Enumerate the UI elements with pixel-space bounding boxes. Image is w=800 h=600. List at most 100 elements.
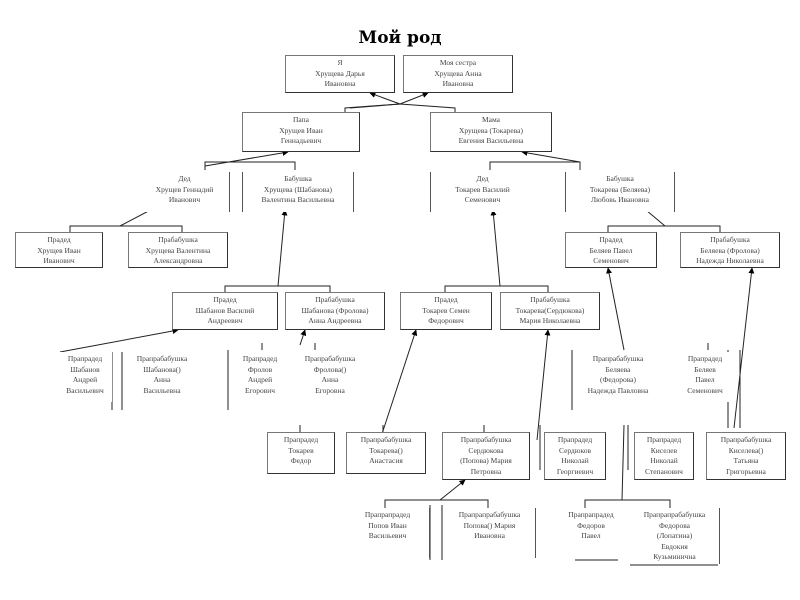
- person-surname: Шабанова(): [143, 364, 181, 374]
- relation-label: Прапрадед: [283, 435, 319, 444]
- person-patronymic: Иванович: [43, 256, 75, 265]
- person-name: Попов Иван: [368, 520, 407, 530]
- relation-label: Дед: [178, 174, 191, 183]
- person-patronymic: Васильевич: [368, 531, 407, 540]
- relation-label: Прапрадед: [557, 435, 593, 444]
- person-name: Татьяна: [733, 456, 759, 465]
- person-name: Токарева (Беляева): [589, 184, 651, 194]
- person-surname: Беляев: [694, 364, 716, 374]
- relation-label: Прапрабабушка: [720, 435, 772, 444]
- node-mother: Мама Хрущева (Токарева) Евгения Васильев…: [430, 112, 552, 152]
- person-surname: Шабанов: [70, 364, 100, 374]
- relation-label: Прабабушка: [158, 235, 198, 244]
- node-great-grandfather-2: Прадед Шабанов Василий Андреевич: [172, 292, 278, 330]
- person-patronymic: Васильевна: [143, 385, 181, 395]
- person-name: Хрущева (Шабанова): [263, 184, 333, 194]
- node-ggg-grandfather-fedorov: Прапрапрадед Федоров Павел: [560, 508, 622, 558]
- person-name: Павел: [695, 375, 715, 384]
- person-patronymic: Мария Николаевна: [519, 316, 581, 325]
- person-surname: Федорова: [659, 520, 690, 530]
- relation-label: Прапрапрабабушка: [643, 510, 706, 519]
- relation-label: Бабушка: [284, 174, 312, 183]
- person-maiden-name: (Федорова): [600, 375, 636, 384]
- node-gg-grandmother-shabanova: Прапрабабушка Шабанова() Анна Васильевна: [124, 352, 200, 402]
- person-surname: Беляева: [605, 364, 631, 374]
- person-name: Хрущев Иван: [279, 125, 323, 135]
- person-patronymic: Геннадьевич: [280, 136, 322, 145]
- person-patronymic: Ивановна: [442, 79, 474, 88]
- person-name: Андрей: [247, 375, 273, 384]
- person-name: Попова() Мария: [463, 520, 516, 530]
- relation-label: Дед: [476, 174, 489, 183]
- node-great-grandfather-4: Прадед Токарев Семен Федорович: [400, 292, 492, 330]
- node-ggg-grandfather-popov: Прапрапрадед Попов Иван Васильевич: [346, 508, 430, 558]
- person-name: Токарева(Сердюкова): [515, 305, 585, 315]
- node-gg-grandfather-frolov: Прапрадед Фролов Андрей Егорович: [230, 352, 290, 402]
- person-name: Николай: [650, 456, 678, 465]
- person-patronymic: Валентина Васильевна: [261, 195, 335, 204]
- node-father: Папа Хрущев Иван Геннадьевич: [242, 112, 360, 152]
- relation-label: Прабабушка: [710, 235, 750, 244]
- person-surname: Киселева(): [728, 445, 764, 455]
- person-patronymic: Семенович: [593, 256, 629, 265]
- person-name: Евдокия: [661, 541, 688, 551]
- relation-label: Прадед: [47, 235, 71, 244]
- person-maiden-name: (Лопатина): [656, 531, 693, 540]
- arrow: [369, 92, 401, 105]
- node-gg-grandmother-kiseleva: Прапрабабушка Киселева() Татьяна Григорь…: [706, 432, 786, 480]
- page-title: Мой род: [358, 28, 442, 48]
- relation-label: Прапрапрадед: [568, 510, 614, 519]
- person-patronymic: Анна Андреевна: [308, 316, 362, 325]
- relation-label: Прапрадед: [646, 435, 682, 444]
- person-name: Николай: [561, 456, 589, 465]
- relation-label: Прапрабабушка: [592, 354, 644, 363]
- person-patronymic: Петровна: [470, 466, 502, 476]
- relation-label: Моя сестра: [439, 58, 477, 67]
- person-name: Токарев Семен: [422, 305, 470, 315]
- person-name: Хрущева (Токарева): [458, 125, 524, 135]
- person-surname: Федоров: [577, 520, 605, 530]
- person-patronymic: Григорьевна: [726, 466, 766, 476]
- relation-label: Прапрадед: [67, 354, 103, 363]
- person-patronymic: Егоровна: [315, 385, 345, 395]
- node-grandmother-paternal: Бабушка Хрущева (Шабанова) Валентина Вас…: [242, 172, 354, 212]
- relation-label: Прадед: [599, 235, 623, 244]
- person-surname: Сердюкова: [468, 445, 504, 455]
- node-grandmother-maternal: Бабушка Токарева (Беляева) Любовь Иванов…: [565, 172, 675, 212]
- node-gg-grandmother-frolova: Прапрабабушка Фролова() Анна Егоровна: [290, 352, 370, 402]
- relation-label: Прадед: [434, 295, 458, 304]
- person-surname: Токарев: [288, 445, 314, 455]
- person-name: Павел: [581, 531, 601, 540]
- node-great-grandmother-4: Прабабушка Токарева(Сердюкова) Мария Ник…: [500, 292, 600, 330]
- node-grandfather-paternal: Дед Хрущев Геннадий Иванович: [140, 172, 230, 212]
- relation-label: Я: [337, 58, 343, 67]
- relation-label: Прапрапрабабушка: [458, 510, 521, 519]
- node-great-grandmother-2: Прабабушка Шабанова (Фролова) Анна Андре…: [285, 292, 385, 330]
- node-gg-grandfather-serdyukov: Прапрадед Сердюков Николай Георгиевич: [544, 432, 606, 480]
- person-name: Надежда Павловна: [587, 385, 649, 395]
- person-patronymic: Евгения Васильевна: [458, 136, 524, 145]
- relation-label: Прабабушка: [315, 295, 355, 304]
- person-patronymic: Егорович: [244, 385, 276, 395]
- node-gg-grandfather-tokarev: Прапрадед Токарев Федор: [267, 432, 335, 474]
- node-great-grandmother-3: Прабабушка Беляева (Фролова) Надежда Ник…: [680, 232, 780, 268]
- node-gg-grandmother-belyaeva: Прапрабабушка Беляева (Федорова) Надежда…: [574, 352, 662, 402]
- person-patronymic: Андреевич: [207, 316, 243, 325]
- person-surname: Фролов: [247, 364, 273, 374]
- person-name: Хрущева Дарья: [315, 68, 365, 78]
- relation-label: Прапрабабушка: [304, 354, 356, 363]
- person-name: Шабанова (Фролова): [301, 305, 369, 315]
- person-name: Хрущева Валентина: [145, 245, 211, 255]
- person-patronymic: Любовь Ивановна: [591, 195, 649, 204]
- person-patronymic: Степанович: [645, 466, 683, 476]
- person-name: Анна: [321, 375, 339, 384]
- node-ggg-grandmother-fedorova: Прапрапрабабушка Федорова (Лопатина) Евд…: [630, 508, 720, 564]
- relation-label: Прапрабабушка: [460, 435, 512, 444]
- person-name: Беляев Павел: [589, 245, 633, 255]
- node-gg-grandmother-tokareva: Прапрабабушка Токарева() Анастасия: [346, 432, 426, 474]
- person-patronymic: Васильевич: [66, 385, 104, 395]
- node-gg-grandfather-shabanov: Прапрадед Шабанов Андрей Васильевич: [58, 352, 112, 402]
- person-surname: Сердюков: [558, 445, 592, 455]
- person-surname: Фролова(): [313, 364, 347, 374]
- person-name: Хрущева Анна: [434, 68, 482, 78]
